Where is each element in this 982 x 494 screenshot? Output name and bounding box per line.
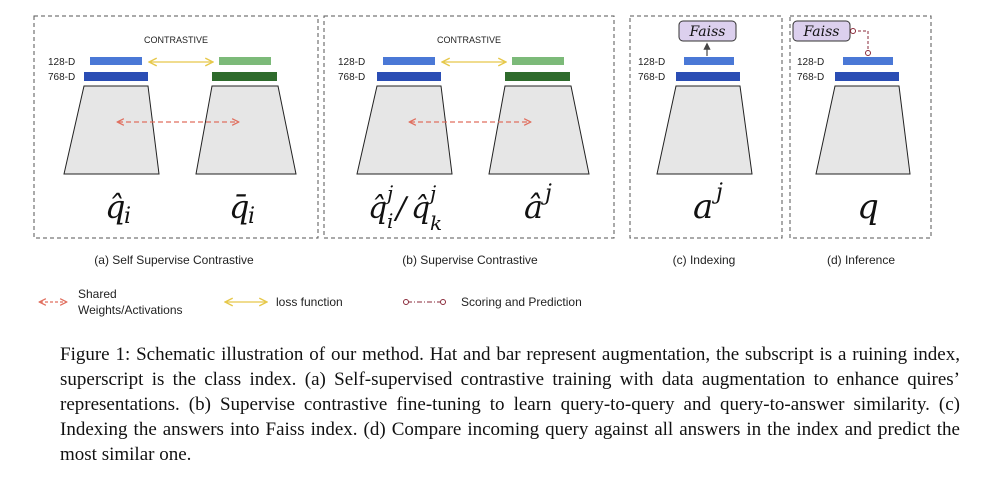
panel-c-128-bar [684, 57, 734, 65]
panel-b-header: CONTRASTIVE [437, 35, 501, 45]
panel-d-label-q: q [857, 187, 879, 227]
panel-b-left-768-bar [377, 72, 441, 81]
panel-d-dim-bottom: 768-D [797, 72, 824, 83]
panel-d-caption: (d) Inference [827, 253, 895, 267]
panel-b-dim-top: 128-D [338, 57, 365, 68]
panel-a-header: CONTRASTIVE [144, 35, 208, 45]
panel-c-caption: (c) Indexing [673, 253, 736, 267]
panel-c-768-bar [676, 72, 740, 81]
panel-d-768-bar [835, 72, 899, 81]
panel-d-128-bar [843, 57, 893, 65]
panel-b-label-q1: q̂ [368, 191, 387, 226]
panel-a-label-right: q̄ [229, 188, 249, 226]
panel-a-dim-bottom: 768-D [48, 72, 75, 83]
panel-d-scoring-line [853, 30, 869, 53]
figure-caption: Figure 1: Schematic illustration of our … [60, 344, 960, 465]
panel-a-left-768-bar [84, 72, 148, 81]
panel-b-left-128-bar [383, 57, 435, 65]
panel-a-caption: (a) Self Supervise Contrastive [94, 253, 254, 267]
panel-c-encoder [656, 85, 753, 175]
panel-c-dim-bottom: 768-D [638, 72, 665, 83]
panel-b-caption: (b) Supervise Contrastive [402, 253, 538, 267]
panel-b-label-q1-sub: i [387, 209, 393, 233]
legend-loss-label: loss function [276, 295, 343, 309]
panel-a: CONTRASTIVE 128-D 768-D q̂ i q̄ i (a) Se… [33, 15, 319, 267]
panel-a-right-768-bar [212, 72, 277, 81]
panel-c-border [629, 15, 783, 239]
panel-a-right-encoder [195, 85, 297, 175]
panel-a-border [33, 15, 319, 239]
panel-a-left-128-bar [90, 57, 142, 65]
panel-d-encoder [815, 85, 911, 175]
panel-c-faiss-label: Faiss [689, 24, 726, 40]
panel-b-border [323, 15, 615, 239]
panel-b-label-q2-sup: j [426, 181, 436, 205]
legend-shared-line2: Weights/Activations [78, 303, 183, 317]
panel-b-label-q2-sub: k [430, 211, 442, 235]
legend-scoring-label: Scoring and Prediction [461, 295, 582, 309]
panel-d-faiss-label: Faiss [803, 24, 840, 40]
panel-b-label-q2: q̂ [411, 191, 430, 226]
panel-c-dim-top: 128-D [638, 57, 665, 68]
panel-b: CONTRASTIVE 128-D 768-D q̂ j i / q̂ j k … [323, 15, 615, 267]
panel-b-label-slash: / [393, 191, 409, 226]
panel-d-dim-top: 128-D [797, 57, 824, 68]
panel-b-right-encoder [488, 85, 590, 175]
legend-shared-line1: Shared [78, 287, 117, 301]
legend-scoring-dot-end [440, 299, 446, 305]
panel-a-dim-top: 128-D [48, 57, 75, 68]
panel-a-label-left: q̂ [105, 188, 125, 226]
panel-b-right-128-bar [512, 57, 564, 65]
panel-a-label-left-sub: i [124, 204, 131, 229]
panel-a-right-128-bar [219, 57, 271, 65]
legend: Shared Weights/Activations loss function… [40, 287, 582, 317]
panel-d: Faiss 128-D 768-D q (d) Inference [789, 15, 932, 267]
panel-b-label-a: â [524, 188, 543, 226]
panel-a-label-right-sub: i [248, 204, 255, 229]
panel-b-label-q1-sup: j [383, 181, 393, 205]
panel-d-scoring-dot-end [865, 50, 871, 56]
panel-c-faiss-box [678, 20, 737, 42]
schematic-figure: CONTRASTIVE 128-D 768-D q̂ i q̄ i (a) Se… [33, 15, 932, 317]
panel-b-right-768-bar [505, 72, 570, 81]
panel-b-left-encoder [356, 85, 453, 175]
panel-c-label-a: a [693, 187, 713, 227]
panel-d-scoring-dot-start [850, 28, 856, 34]
panel-b-dim-bottom: 768-D [338, 72, 365, 83]
legend-scoring-dot-start [403, 299, 409, 305]
panel-a-left-encoder [63, 85, 160, 175]
panel-c: Faiss 128-D 768-D a j (c) Indexing [629, 15, 783, 267]
panel-d-border [789, 15, 932, 239]
